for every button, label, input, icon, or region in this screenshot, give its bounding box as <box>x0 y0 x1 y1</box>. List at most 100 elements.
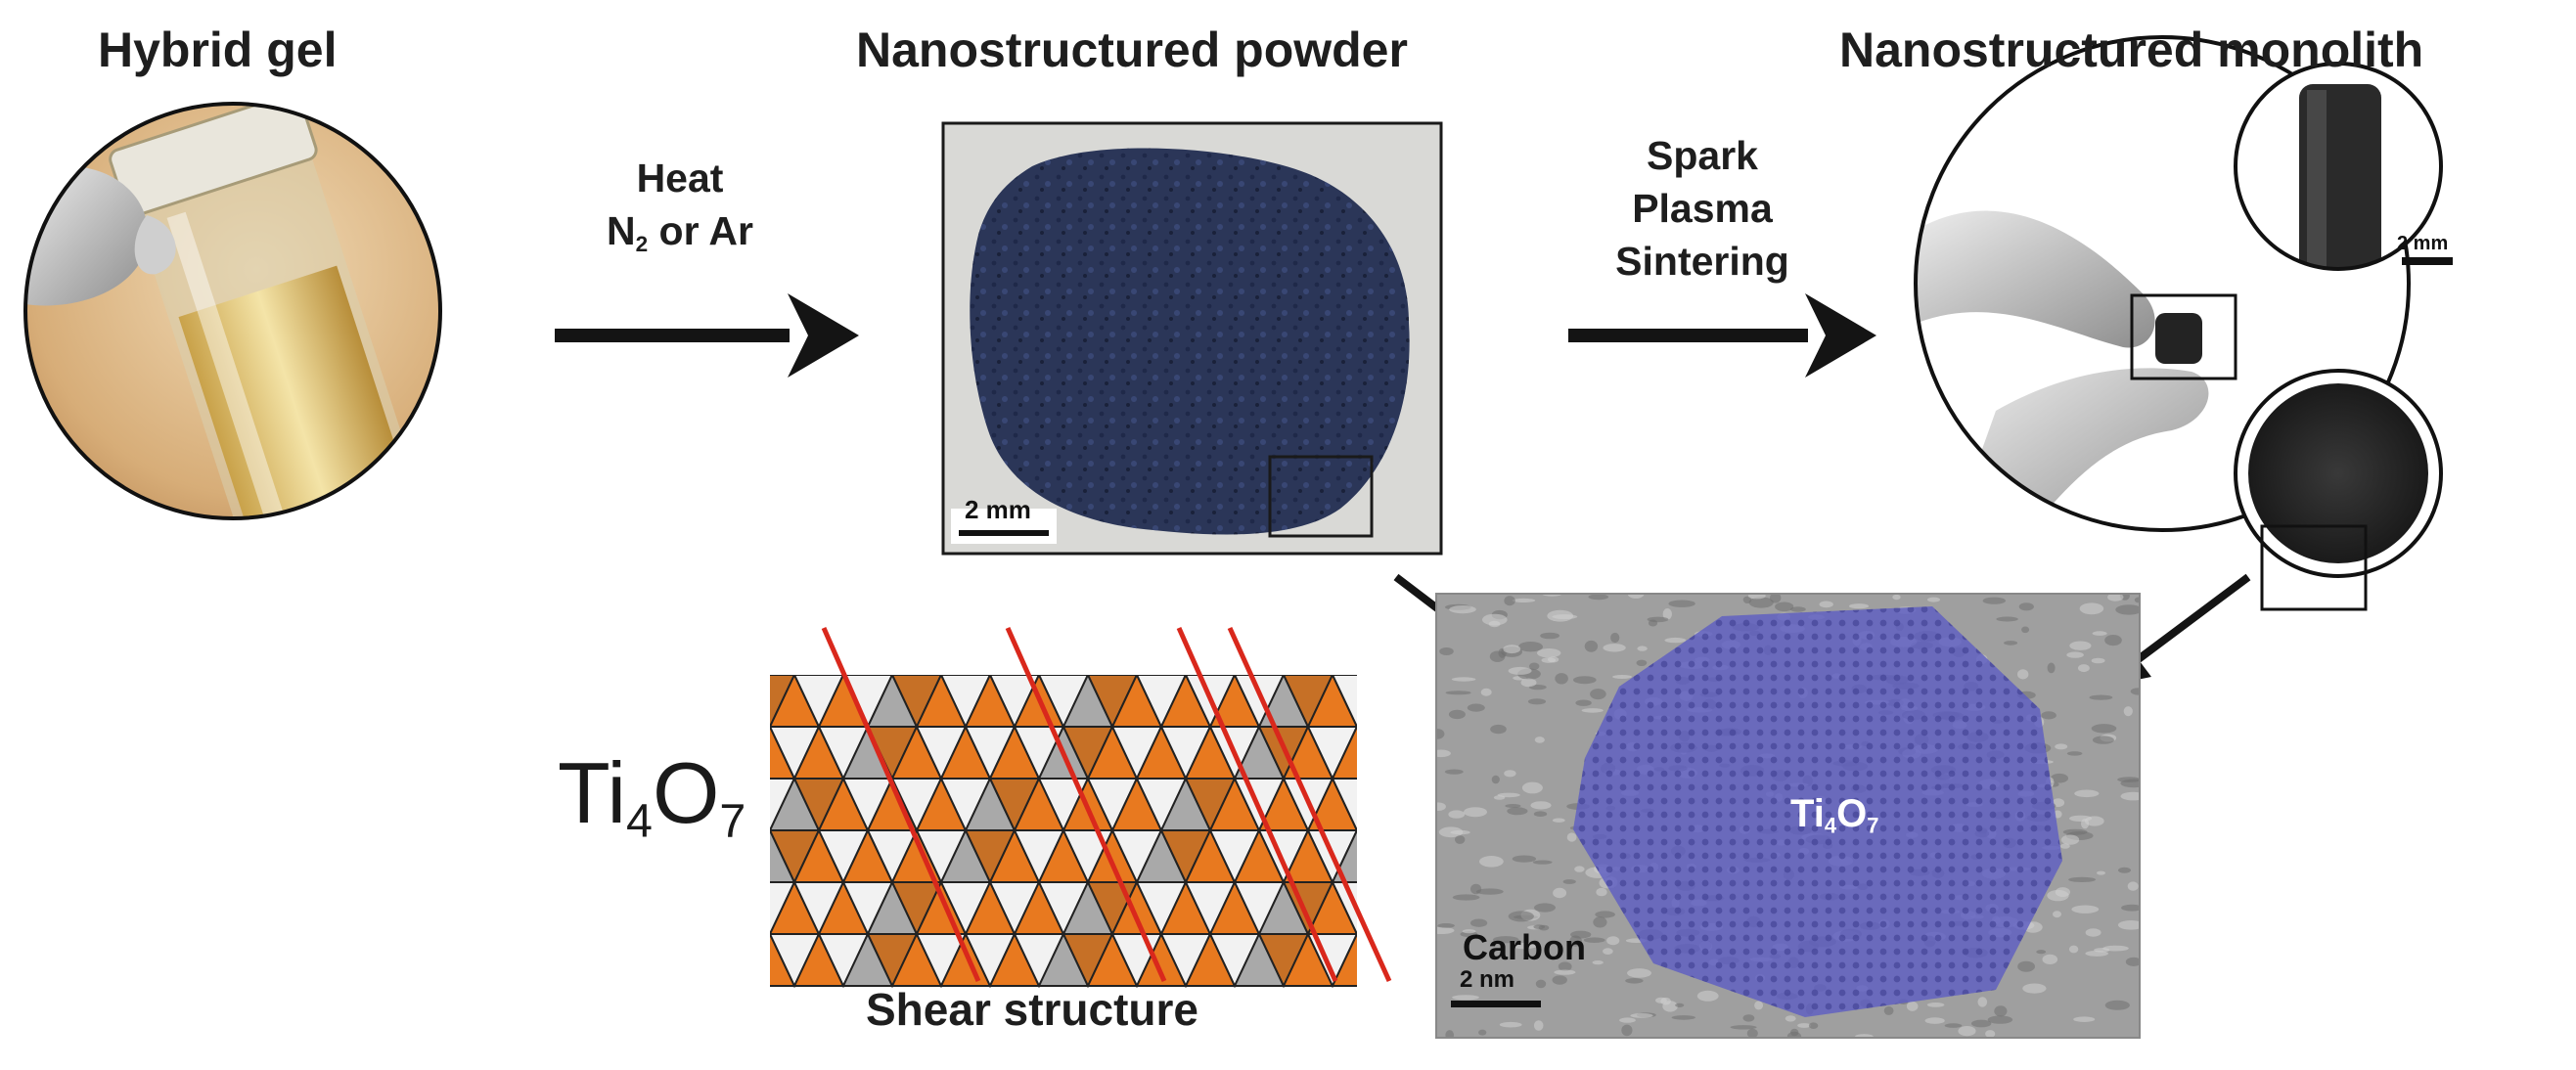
tem-texture-mark <box>1534 903 1556 913</box>
tem-texture-mark <box>1436 749 1451 758</box>
tem-texture-mark <box>1785 1015 1796 1022</box>
tem-texture-mark <box>1533 924 1546 929</box>
tem-texture-mark <box>1455 835 1466 844</box>
tem-texture-mark <box>1944 1023 1963 1028</box>
tem-texture-mark <box>1437 923 1455 928</box>
tem-texture-mark <box>1612 675 1633 679</box>
tem-texture-mark <box>1662 608 1673 620</box>
tem-texture-mark <box>1521 781 1543 794</box>
tem-texture-mark <box>1493 936 1519 944</box>
octahedron-face <box>1355 726 1357 730</box>
tem-texture-mark <box>2053 911 2061 918</box>
tem-texture-mark <box>1436 802 1446 811</box>
tem-texture-mark <box>1574 866 1585 872</box>
tem-image <box>1435 593 2141 1039</box>
tem-texture-mark <box>2036 950 2047 955</box>
step-heat-label: Heat N2 or Ar <box>587 152 773 259</box>
tem-texture-mark <box>1534 736 1545 743</box>
heading-nanostructured-monolith: Nanostructured monolith <box>1839 22 2424 77</box>
tem-texture-mark <box>1462 929 1476 934</box>
tem-texture-mark <box>2055 743 2068 750</box>
tem-texture-mark <box>1558 961 1572 971</box>
tem-texture-mark <box>2127 881 2139 891</box>
tem-texture-mark <box>1627 594 1645 599</box>
tem-texture-mark <box>1555 673 1568 685</box>
tem-texture-mark <box>1730 1025 1757 1030</box>
tem-texture-mark <box>1479 856 1504 868</box>
tem-texture-mark <box>1819 601 1833 608</box>
octahedron-face <box>1355 724 1357 728</box>
tem-texture-mark <box>1636 659 1648 666</box>
tem-texture-mark <box>2047 662 2056 674</box>
tem-texture-mark <box>2022 983 2047 994</box>
tem-texture-mark <box>1445 1030 1454 1038</box>
structure-formula: Ti4O7 <box>558 744 746 848</box>
tem-texture-mark <box>2085 950 2108 957</box>
tem-texture-mark <box>1627 968 1651 978</box>
tem-texture-mark <box>1595 911 1615 918</box>
tem-texture-mark <box>1603 948 1613 955</box>
tem-texture-mark <box>1569 935 1582 947</box>
tem-texture-mark <box>2079 602 2104 615</box>
tem-texture-mark <box>1590 689 1606 700</box>
tem-texture-mark <box>1452 894 1480 901</box>
tem-texture-mark <box>2123 706 2133 717</box>
tem-texture-mark <box>1436 926 1455 934</box>
tem-texture-mark <box>1610 632 1620 644</box>
tem-texture-mark <box>1696 990 1719 1002</box>
tem-texture-mark <box>2071 905 2100 914</box>
tem-texture-mark <box>1470 883 1482 895</box>
powder-photo <box>941 121 1443 556</box>
tem-texture-mark <box>1503 645 1521 654</box>
octahedron-face <box>1355 827 1357 831</box>
tem-texture-mark <box>1552 975 1567 985</box>
tem-texture-mark <box>1588 594 1609 601</box>
tem-texture-mark <box>1621 1024 1633 1037</box>
tem-texture-mark <box>1541 657 1557 663</box>
tem-texture-mark <box>1671 1015 1696 1020</box>
tem-texture-mark <box>1994 1005 2008 1017</box>
tem-texture-mark <box>1452 995 1479 1001</box>
tem-texture-mark <box>1883 1005 1894 1015</box>
tem-texture-mark <box>1892 594 1901 601</box>
tem-texture-mark <box>1480 688 1492 696</box>
step-sps-line1: Spark <box>1647 133 1758 178</box>
tem-texture-mark <box>1647 616 1669 623</box>
tem-texture-mark <box>2047 889 2069 902</box>
shear-plane-line <box>821 626 981 983</box>
shear-plane-line <box>1227 626 1392 983</box>
tem-texture-mark <box>2104 1000 2130 1010</box>
tem-texture-mark <box>1747 594 1766 600</box>
tem-texture-mark <box>2121 904 2140 912</box>
tem-texture-mark <box>2018 602 2034 611</box>
tem-texture-mark <box>1512 855 1537 863</box>
tem-texture-mark <box>1533 1020 1544 1031</box>
shear-plane-line <box>1005 626 1167 983</box>
tem-texture-mark <box>1566 832 1577 842</box>
tem-texture-mark <box>2017 669 2029 680</box>
tem-texture-mark <box>1996 616 2018 622</box>
tem-texture-mark <box>1504 770 1516 778</box>
tem-texture-mark <box>1982 597 2006 604</box>
tem-texture-mark <box>1504 596 1515 606</box>
tem-texture-mark <box>1535 979 1547 989</box>
tem-texture-mark <box>2074 789 2100 798</box>
tem-texture-mark <box>1512 598 1536 603</box>
tem-texture-mark <box>1508 911 1534 922</box>
tem-texture-mark <box>1786 1031 1802 1038</box>
tem-texture-mark <box>1746 1028 1758 1038</box>
octahedron-face <box>770 724 772 728</box>
step-sps-label: Spark Plasma Sintering <box>1604 129 1800 288</box>
tem-texture-mark <box>1493 795 1506 800</box>
tem-texture-mark <box>1507 807 1528 816</box>
tem-texture-mark <box>1775 602 1794 612</box>
step-sps-line3: Sintering <box>1615 239 1789 285</box>
tem-texture-mark <box>2068 876 2097 883</box>
shear-plane-line <box>1176 626 1338 983</box>
tem-texture-mark <box>1573 676 1597 685</box>
tem-texture-mark <box>1927 597 1940 602</box>
tem-texture-mark <box>2068 945 2079 954</box>
tem-texture-mark <box>1518 642 1543 652</box>
